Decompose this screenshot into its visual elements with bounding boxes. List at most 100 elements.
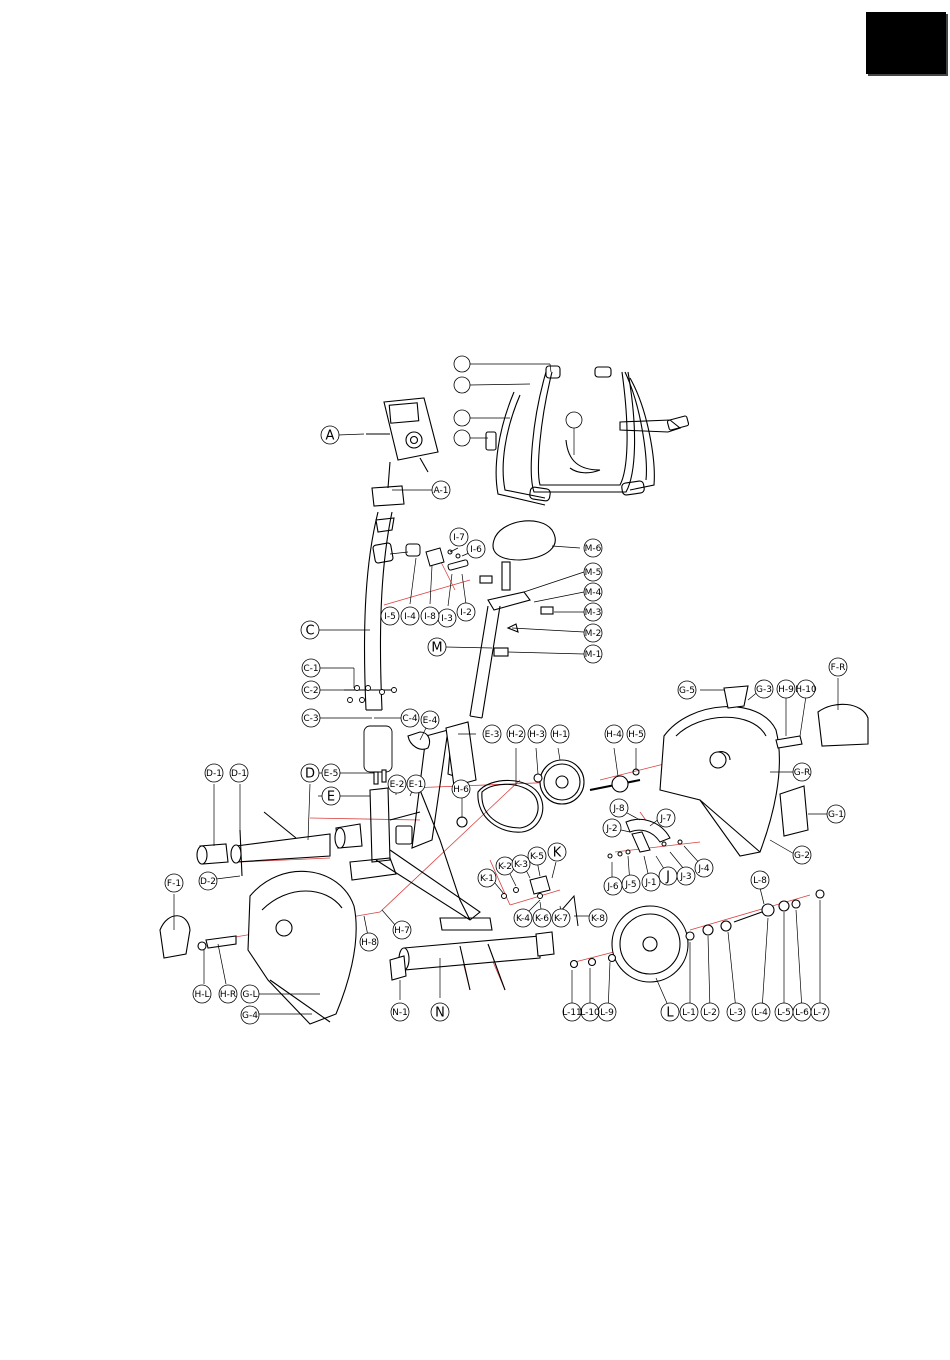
callout-circle (192, 984, 212, 1004)
callout-label: L-1 (682, 1008, 696, 1018)
callout-label: H-L (194, 990, 209, 1000)
callout-label: L-4 (754, 1008, 768, 1018)
callout-label: K-5 (530, 852, 544, 862)
callout-circle (754, 679, 774, 699)
callout-label: J-5 (624, 880, 636, 890)
callout-circle (588, 908, 608, 928)
callout-circle (562, 1002, 582, 1022)
callout-label: N-1 (392, 1008, 408, 1018)
callout-circle (451, 779, 471, 799)
callout-label: J-1 (644, 878, 656, 888)
callout-circle (198, 871, 218, 891)
callout-circle (776, 679, 796, 699)
callout-d1b: D-1 (229, 763, 249, 783)
callout-a1: A-1 (431, 480, 451, 500)
callout-n1: N-1 (390, 1002, 410, 1022)
callout-c2: C-2 (301, 680, 321, 700)
callout-label: K-7 (554, 914, 568, 924)
callout-circle (694, 858, 714, 878)
callout-label: E-5 (324, 769, 339, 779)
callout-label: C-2 (303, 686, 318, 696)
callout-i7: I-7 (449, 527, 469, 547)
callout-label: J-7 (659, 814, 671, 824)
callout-label: J-6 (606, 882, 619, 892)
callout-l7: L-7 (810, 1002, 830, 1022)
callout-circle (603, 876, 623, 896)
callout-circle (482, 724, 502, 744)
callout-circle (527, 846, 547, 866)
callout-circle (792, 762, 812, 782)
callout-circle (660, 1002, 680, 1022)
callout-label: H-2 (508, 730, 524, 740)
callout-h4: H-4 (604, 724, 624, 744)
callout-l: L (660, 1002, 680, 1022)
callout-i3: I-3 (437, 608, 457, 628)
magnet-and-bracket (501, 818, 683, 927)
callout-label: K-2 (498, 862, 512, 872)
callout-e2: E-2 (387, 774, 407, 794)
callout-d1: D-1 (204, 763, 224, 783)
callout-label: L-5 (777, 1008, 791, 1018)
callout-circle (229, 763, 249, 783)
callout-circle (321, 763, 341, 783)
callout-circle (204, 763, 224, 783)
callout-label: C-3 (303, 714, 318, 724)
callout-k: K (547, 842, 567, 862)
callout-circle (828, 657, 848, 677)
callout-circle (380, 606, 400, 626)
callout-circle (456, 602, 476, 622)
callout-circle (420, 606, 440, 626)
callout-i4: I-4 (400, 606, 420, 626)
callout-label: I-8 (424, 612, 436, 622)
handlebar-leaders (469, 363, 575, 455)
callout-c1: C-1 (301, 658, 321, 678)
page-corner-tab (866, 12, 946, 74)
callout-label: G-2 (794, 851, 810, 861)
callout-l2: L-2 (700, 1002, 720, 1022)
callout-label: E-3 (485, 730, 500, 740)
callout-l6: L-6 (792, 1002, 812, 1022)
callout-l9: L-9 (597, 1002, 617, 1022)
callout-label: M-4 (585, 588, 602, 598)
callout-label: M-3 (585, 608, 602, 618)
callout-d2: D-2 (198, 871, 218, 891)
callout-m2: M-2 (583, 623, 603, 643)
callout-label: J-8 (612, 804, 625, 814)
callout-l11: L-11 (562, 1002, 582, 1022)
seat-assembly (469, 520, 556, 719)
callout-j1: J-1 (641, 872, 661, 892)
callout-circle (532, 908, 552, 928)
callout-circle (676, 866, 696, 886)
callout-circle (431, 480, 451, 500)
callout-label: M-6 (585, 544, 602, 554)
callout-circle (550, 724, 570, 744)
callout-h3: H-3 (527, 724, 547, 744)
callout-circle (527, 724, 547, 744)
callout-j2: J-2 (602, 818, 622, 838)
callout-circle (583, 538, 603, 558)
callout-i8: I-8 (420, 606, 440, 626)
callout-g2: G-2 (792, 845, 812, 865)
belt-and-pulley (456, 759, 641, 833)
callout-circle (750, 870, 770, 890)
callout-g3: G-3 (754, 679, 774, 699)
callout-label: J-4 (697, 864, 710, 874)
callout-m1: M-1 (583, 644, 603, 664)
callout-label: A (326, 429, 335, 444)
left-shroud (159, 870, 357, 1025)
callout-l1: L-1 (679, 1002, 699, 1022)
callout-circle (300, 620, 320, 640)
callout-label: D-2 (200, 877, 216, 887)
callout-k1: K-1 (477, 868, 497, 888)
callout-g5: G-5 (677, 680, 697, 700)
callout-label: L-11 (562, 1008, 582, 1018)
callout-h10: H-10 (795, 679, 817, 699)
callout-h7: H-7 (392, 920, 412, 940)
callout-j6: J-6 (603, 876, 623, 896)
callout-label: L-3 (729, 1008, 743, 1018)
callout-circle (420, 710, 440, 730)
callout-label: F-1 (167, 879, 181, 889)
callout-h2: H-2 (506, 724, 526, 744)
callout-label: H-5 (628, 730, 644, 740)
